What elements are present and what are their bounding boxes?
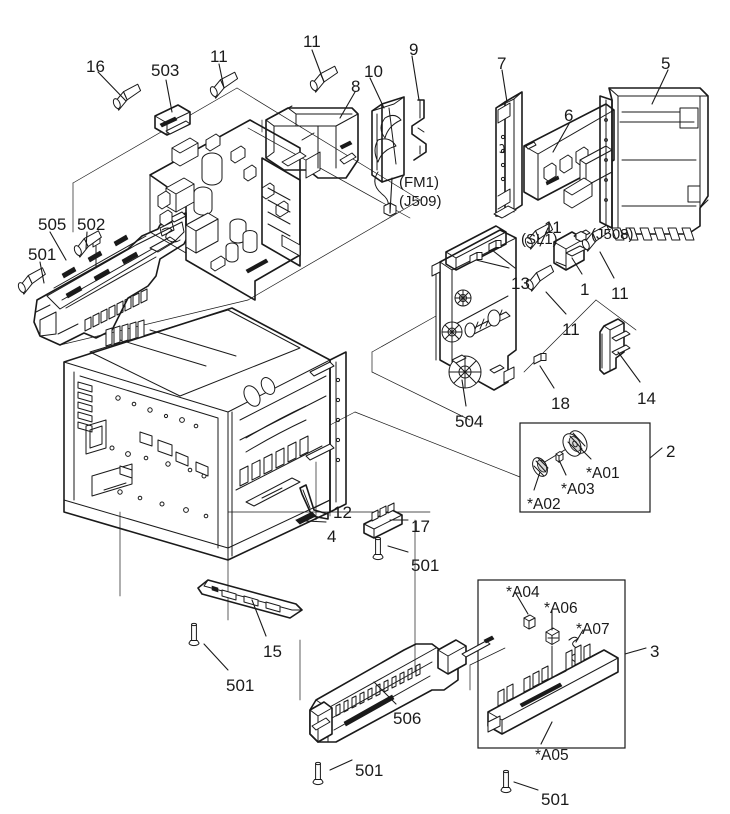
part-label-l3: 3 <box>650 642 660 661</box>
part-501-screw-d <box>312 761 324 786</box>
part-label-l11b: 11 <box>303 32 321 51</box>
part-9-bracket <box>411 99 427 161</box>
part-label-l12: 12 <box>333 503 352 522</box>
part-15-rail <box>197 579 303 619</box>
part-label-la02: *A02 <box>527 496 561 513</box>
part-label-l11c: 11 <box>544 218 562 237</box>
sensor-board-box-3 <box>477 579 626 749</box>
part-label-l505: 505 <box>38 215 67 234</box>
part-14-latch <box>599 318 631 375</box>
part-17-latch <box>363 502 403 539</box>
drive-assembly-504 <box>431 225 517 391</box>
part-label-l11d: 11 <box>611 284 629 303</box>
part-label-la07: *A07 <box>576 621 610 638</box>
part-506-guide <box>309 635 495 743</box>
part-label-lj508: (J508) <box>591 226 634 243</box>
part-501-screw-e <box>500 769 512 794</box>
part-label-l4: 4 <box>327 527 337 546</box>
part-12-lever <box>299 484 329 520</box>
part-label-l10: 10 <box>364 62 383 81</box>
part-label-l501b: 501 <box>411 556 440 575</box>
part-16-bolt <box>109 83 145 112</box>
part-label-l14: 14 <box>637 389 656 408</box>
part-label-l501e: 501 <box>541 790 570 809</box>
part-8-duct <box>265 105 359 179</box>
part-7-rail <box>493 91 523 219</box>
roller-kit-box-2 <box>519 422 651 513</box>
part-1-solenoid <box>553 229 591 271</box>
part-label-l15: 15 <box>263 642 282 661</box>
part-501-screw-b <box>372 536 384 561</box>
part-6-pcb <box>523 103 615 209</box>
part-label-l2: 2 <box>666 442 676 461</box>
part-label-l17: 17 <box>411 517 430 536</box>
part-label-lfm1: (FM1) <box>399 174 439 191</box>
part-label-l16: 16 <box>86 57 105 76</box>
part-label-l9: 9 <box>409 40 419 59</box>
part-5-panel <box>599 87 709 241</box>
part-501-screw-c <box>188 622 200 647</box>
part-label-l11e: 11 <box>562 320 580 339</box>
part-label-lsl1: (SL1) <box>521 231 558 248</box>
power-supply-pcb <box>149 119 301 301</box>
part-label-lj509: (J509) <box>399 193 442 210</box>
part-label-l18: 18 <box>551 394 570 413</box>
part-label-la01: *A01 <box>586 465 620 482</box>
part-label-la04: *A04 <box>506 584 540 601</box>
part-label-l501c: 501 <box>226 676 255 695</box>
part-label-l501a: 501 <box>28 245 57 264</box>
part-label-la05: *A05 <box>535 747 569 764</box>
main-chassis <box>63 307 347 561</box>
part-label-l506: 506 <box>393 709 422 728</box>
part-label-l11a: 11 <box>210 47 228 66</box>
part-18-clip <box>533 353 547 365</box>
part-label-l6: 6 <box>564 106 574 125</box>
part-label-l1: 1 <box>580 280 590 299</box>
part-label-l503: 503 <box>151 61 180 80</box>
part-label-l7: 7 <box>497 54 507 73</box>
leader-lines <box>39 49 669 791</box>
part-4-pad <box>295 511 317 525</box>
part-label-l504: 504 <box>455 412 484 431</box>
part-label-la06: *A06 <box>544 600 578 617</box>
part-label-l5: 5 <box>661 54 671 73</box>
part-label-l8: 8 <box>351 77 361 96</box>
part-label-l502: 502 <box>77 215 106 234</box>
fuser-assembly-505 <box>33 211 189 346</box>
part-503-sensor <box>154 104 191 136</box>
part-label-la03: *A03 <box>561 481 595 498</box>
part-label-l501d: 501 <box>355 761 384 780</box>
part-label-l13: 13 <box>511 274 530 293</box>
part-11-bolt-b <box>306 65 342 94</box>
